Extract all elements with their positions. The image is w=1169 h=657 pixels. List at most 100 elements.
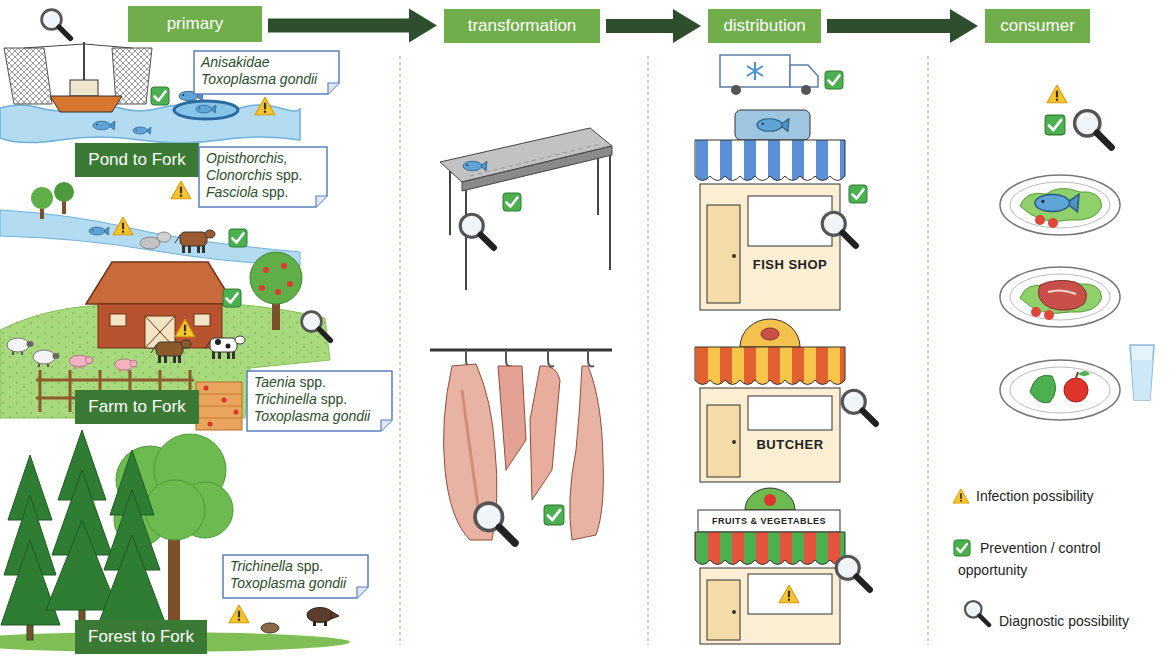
greengrocer-shop — [732, 610, 736, 614]
farm-scene — [86, 262, 234, 304]
stage-header: primary — [128, 6, 262, 42]
greengrocer-shop — [695, 488, 870, 644]
name-word: Trichinella — [254, 391, 321, 407]
farm-scene — [196, 382, 242, 430]
parasite-name: Clonorchis spp. — [206, 167, 308, 184]
forest-scene — [307, 608, 339, 627]
callout-outline — [316, 196, 327, 207]
river-scene — [157, 232, 171, 242]
name-word: Opisthorchis, — [206, 150, 288, 166]
farm-scene — [196, 394, 242, 418]
legend-label: Prevention / control opportunity — [958, 537, 1132, 581]
consumer-scene — [1078, 371, 1090, 376]
legend-symbols — [953, 489, 969, 503]
name-word: Toxoplasma — [254, 408, 333, 424]
consumer-scene — [1035, 194, 1079, 211]
consumer-scene — [1076, 372, 1078, 378]
meat-rail — [570, 366, 604, 540]
parasite-name: Toxoplasma gondii — [201, 71, 320, 88]
conveyor-belt — [462, 146, 612, 191]
flow-arrow — [268, 19, 410, 33]
apples — [259, 285, 265, 291]
name-word: gondii — [309, 575, 346, 591]
name-word: Fasciola — [206, 184, 262, 200]
consumer-scene — [1045, 115, 1065, 135]
apples — [259, 263, 293, 295]
farm-scene — [7, 338, 34, 355]
chain-title: Farm to Fork — [88, 397, 185, 417]
name-word: Toxoplasma — [201, 71, 280, 87]
refrigerated-truck — [790, 65, 818, 87]
column-dividers — [647, 56, 648, 645]
fence — [69, 370, 72, 412]
consumer-scene — [1044, 310, 1054, 320]
parasite-name: Trichinella spp. — [230, 558, 349, 575]
stage-title: distribution — [723, 16, 805, 36]
name-word: spp. — [276, 167, 302, 183]
conifers — [1, 430, 166, 640]
name-word: gondii — [280, 71, 317, 87]
tree-canopy — [145, 480, 205, 540]
apples — [263, 267, 269, 273]
farm-scene — [250, 252, 302, 304]
refrigerated-truck — [731, 85, 741, 95]
shop-sign: FISH SHOP — [753, 257, 828, 272]
conveyor-belt — [460, 214, 494, 248]
fish-shop — [822, 212, 856, 246]
consumer-scene — [1131, 360, 1152, 400]
field-crops — [234, 410, 239, 415]
parasite-name: Trichinella spp. — [254, 391, 373, 408]
callout-outline — [194, 51, 339, 94]
greengrocer-shop — [836, 556, 870, 590]
consumer-scene — [1035, 215, 1045, 225]
river-scene — [89, 227, 109, 235]
parasite-name: Toxoplasma gondii — [254, 408, 373, 425]
legend-symbols — [953, 489, 989, 625]
callout-outline — [223, 555, 368, 598]
fish-shop — [707, 205, 740, 303]
conveyor-belt — [470, 144, 600, 176]
river-scene — [54, 182, 74, 202]
parasite-name: Taenia spp. — [254, 374, 373, 391]
river-scene — [0, 210, 300, 266]
meat-rail — [462, 390, 480, 520]
fish-shop — [732, 254, 736, 258]
forest-scene — [0, 430, 350, 652]
consumer-scene — [1038, 281, 1086, 311]
column-dividers — [927, 56, 928, 645]
consumer-scene — [1048, 290, 1076, 294]
legend-label: Diagnostic possibility — [999, 610, 1164, 632]
meat-rail — [544, 505, 564, 525]
farm-scene — [302, 312, 331, 341]
butcher-shop — [707, 405, 740, 477]
consumer-scene — [1010, 274, 1110, 320]
chain-title: Forest to Fork — [88, 627, 194, 647]
apples — [275, 289, 281, 295]
parasite-callout: Opisthorchis,Clonorchis spp.Fasciola spp… — [198, 146, 328, 208]
field-crops — [208, 422, 213, 427]
apples — [281, 263, 287, 269]
meat-rail — [430, 350, 612, 543]
pond-scene — [151, 87, 169, 105]
refrigerated-truck — [801, 85, 811, 95]
pond-scene — [70, 80, 98, 96]
meat-rail — [498, 366, 526, 470]
field-crops — [204, 386, 239, 427]
meat-rail — [466, 350, 594, 366]
farm-scene — [205, 336, 245, 359]
river-scene — [113, 217, 133, 235]
stage-title: primary — [167, 14, 224, 34]
conveyor-belt — [609, 152, 611, 270]
butcher-shop — [748, 396, 832, 430]
conveyor-belt — [449, 170, 451, 235]
farm-scene — [215, 339, 221, 345]
callout-outline — [199, 147, 327, 207]
chain-label: Farm to Fork — [75, 390, 199, 424]
column-dividers — [400, 56, 928, 645]
butcher-shop — [842, 390, 876, 424]
name-word: spp. — [321, 391, 347, 407]
chain-label: Forest to Fork — [75, 620, 207, 654]
consumer-scene — [1064, 378, 1088, 402]
pond-scene — [83, 42, 85, 82]
